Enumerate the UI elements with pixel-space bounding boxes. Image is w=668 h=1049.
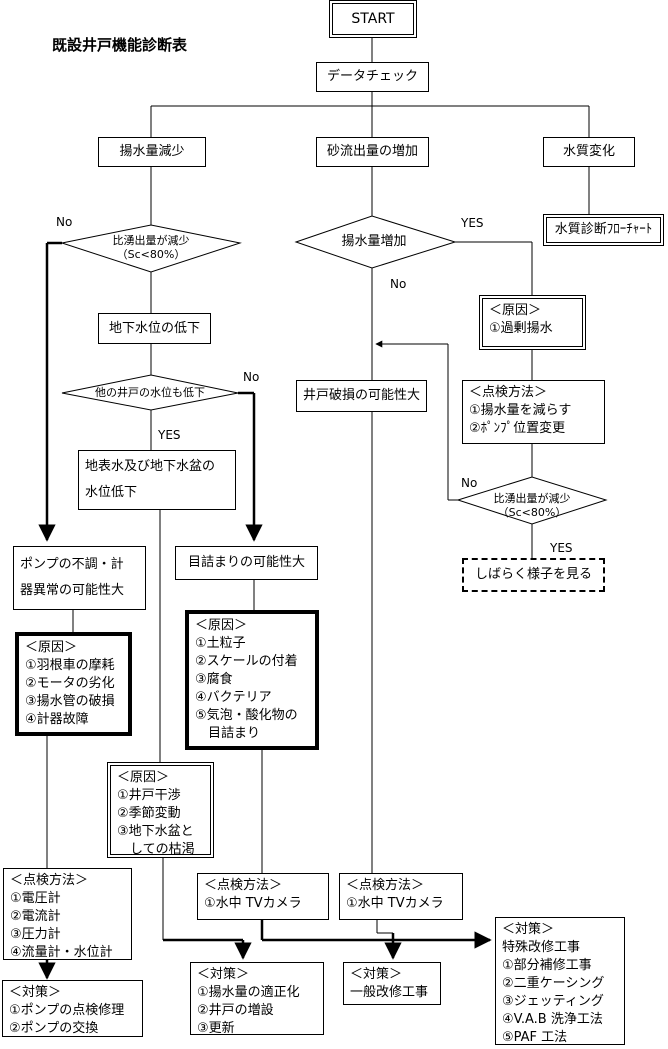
decision-pump-up-text: 揚水量増加 [341, 234, 407, 249]
decrease-node: 揚水量減少 [98, 137, 206, 167]
yes-label-2: YES [158, 428, 181, 442]
well-damage-node: 井戸破損の可能性大 [296, 380, 427, 412]
clogging-node: 目詰まりの可能性大 [175, 546, 318, 580]
decision-ratio-2-shape [456, 476, 608, 525]
decision-ratio-1-text: 比湧出量が減少 （Sc<80%） [112, 234, 190, 261]
yes-label-1: YES [461, 216, 484, 230]
inspect-tv-2-node: ＜点検方法＞ ①水中 TVカメラ [339, 873, 463, 920]
start-node: START [329, 0, 417, 38]
chart-title: 既設井戸機能診断表 [52, 36, 188, 54]
no-label-3: No [243, 370, 260, 384]
decision-pump-up-shape [294, 215, 457, 269]
sand-node: 砂流出量の増加 [316, 137, 429, 167]
measure-pump-node: ＜対策＞ ①ポンプの点検修理 ②ポンプの交換 [2, 980, 143, 1037]
cause-overpump-node: ＜原因＞ ①過剰揚水 [479, 295, 586, 350]
no-label-1: No [56, 215, 73, 229]
measure-amount-node: ＜対策＞ ①揚水量の適正化 ②井戸の増設 ③更新 [190, 962, 324, 1036]
data-check-node: データチェック [316, 62, 429, 92]
decision-other-wells-text: 他の井戸の水位も低下 [95, 386, 205, 399]
wait-node: しばらく様子を見る [462, 558, 605, 592]
groundwater-drop-node: 地下水位の低下 [98, 313, 211, 344]
inspect-pump-node: ＜点検方法＞ ①電圧計 ②電流計 ③圧力計 ④流量計・水位計 [3, 868, 132, 960]
measure-general-node: ＜対策＞ 一般改修工事 [343, 962, 441, 1005]
decision-ratio-1-shape [60, 224, 242, 273]
decision-other-wells-shape [61, 374, 239, 411]
yes-label-3: YES [550, 541, 573, 555]
cause-clog-node: ＜原因＞ ①土粒子 ②スケールの付着 ③腐食 ④バクテリア ⑤気泡・酸化物の 目… [185, 610, 319, 750]
quality-node: 水質変化 [543, 137, 635, 167]
measure-special-node: ＜対策＞ 特殊改修工事 ①部分補修工事 ②二重ケーシング ③ジェッティング ④V… [495, 917, 625, 1045]
no-label-4: No [461, 476, 478, 490]
quality-flowchart-node: 水質診断ﾌﾛｰﾁｬｰﾄ [543, 214, 664, 246]
decision-ratio-2-text: 比湧出量が減少 （Sc<80%） [493, 492, 571, 519]
surface-groundwater-node: 地表水及び地下水盆の 水位低下 [78, 450, 236, 510]
inspect-overpump-node: ＜点検方法＞ ①揚水量を減らす ②ﾎﾟﾝﾌﾟ位置変更 [462, 380, 605, 444]
no-label-2: No [390, 277, 407, 291]
inspect-tv-1-node: ＜点検方法＞ ①水中 TVカメラ [197, 873, 329, 920]
pump-malfunction-node: ポンプの不調・計 器異常の可能性大 [13, 546, 146, 610]
cause-well-node: ＜原因＞ ①井戸干渉 ②季節変動 ③地下水盆と しての枯渇 [107, 762, 214, 858]
cause-pump-node: ＜原因＞ ①羽根車の摩耗 ②モータの劣化 ③揚水管の破損 ④計器故障 [15, 632, 132, 736]
